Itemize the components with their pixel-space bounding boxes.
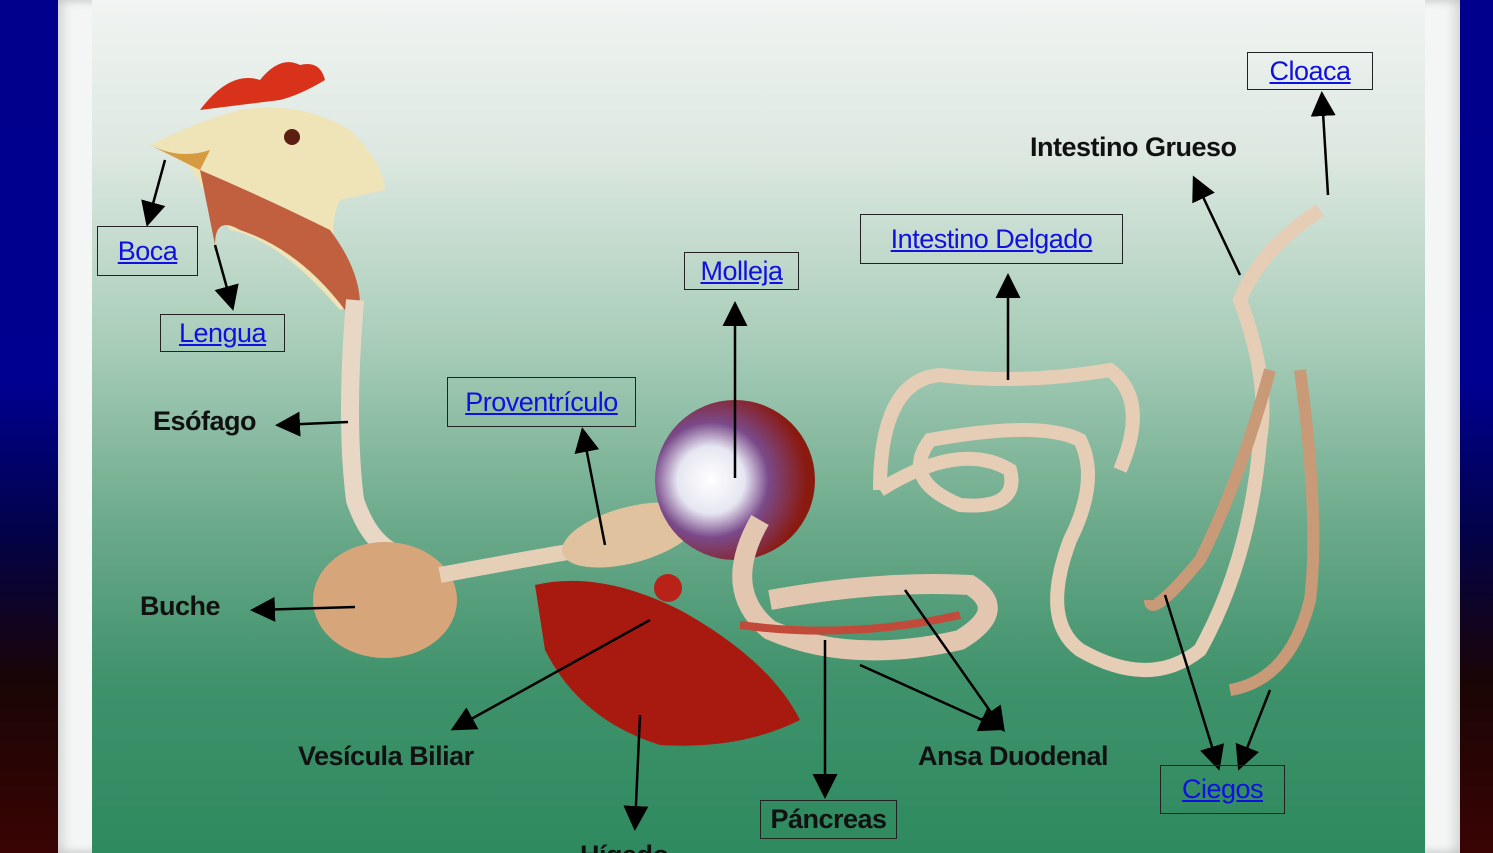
cloaca-link[interactable]: Cloaca: [1269, 55, 1351, 86]
chicken-head-icon: [150, 62, 385, 310]
gizzard-shape: [655, 400, 815, 560]
label-intestino-grueso: Intestino Grueso: [1030, 132, 1237, 162]
lengua-link[interactable]: Lengua: [178, 317, 267, 348]
label-esofago: Esófago: [153, 406, 257, 436]
diagram-panel: Cloaca Intestino Grueso Intestino Delgad…: [92, 0, 1425, 853]
label-ciegos[interactable]: Ciegos: [1160, 765, 1285, 814]
label-proventriculo[interactable]: Proventrículo: [447, 377, 636, 427]
label-intestino-delgado[interactable]: Intestino Delgado: [860, 214, 1123, 264]
label-buche: Buche: [140, 591, 221, 621]
label-pancreas: Páncreas: [760, 800, 897, 839]
label-lengua[interactable]: Lengua: [160, 314, 285, 352]
crop-shape: [313, 542, 457, 658]
digestive-system-illustration: [141, 62, 1336, 831]
ceca-shape: [1144, 368, 1320, 696]
liver-shape: [535, 580, 800, 746]
intestino-delgado-link[interactable]: Intestino Delgado: [890, 223, 1093, 254]
duodenal-loop-shape: [732, 515, 998, 661]
esophagus-shape: [341, 299, 404, 564]
pointer-arrows: [141, 91, 1336, 831]
molleja-link[interactable]: Molleja: [700, 255, 783, 286]
label-molleja[interactable]: Molleja: [684, 252, 799, 290]
proventriculo-link[interactable]: Proventrículo: [465, 386, 618, 417]
label-boca[interactable]: Boca: [97, 226, 198, 276]
boca-link[interactable]: Boca: [117, 235, 178, 266]
ciegos-link[interactable]: Ciegos: [1181, 774, 1264, 804]
label-vesicula-biliar: Vesícula Biliar: [298, 741, 474, 771]
label-ansa-duodenal: Ansa Duodenal: [918, 741, 1109, 771]
proventriculus-shape: [561, 502, 699, 568]
label-cloaca[interactable]: Cloaca: [1247, 52, 1373, 90]
label-higado: Hígado: [580, 840, 669, 853]
